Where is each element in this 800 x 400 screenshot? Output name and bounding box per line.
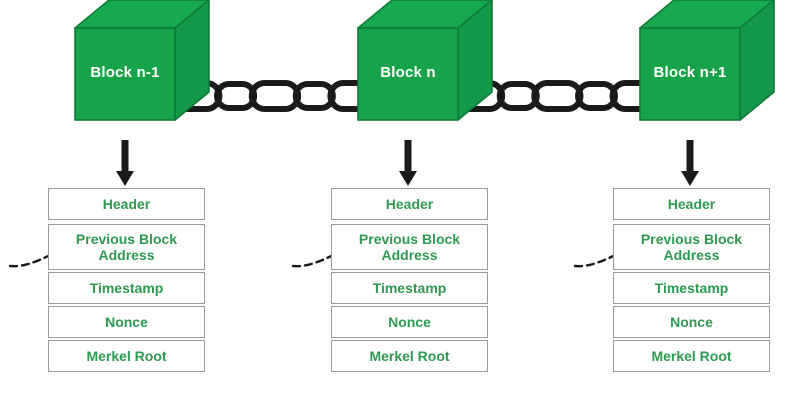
field-box-header-block-n-minus-1: Header — [48, 188, 205, 220]
field-label: Header — [102, 195, 151, 212]
field-label: Header — [667, 195, 716, 212]
field-label: Timestamp — [89, 279, 164, 296]
field-label: Timestamp — [654, 279, 729, 296]
field-label: Header — [385, 195, 434, 212]
cube-block-n — [357, 0, 493, 121]
field-box-previous-block-address-block-n-minus-1: Previous Block Address — [48, 224, 205, 270]
down-arrow-head — [399, 171, 417, 186]
cube-front-face — [639, 27, 741, 121]
field-label: Nonce — [105, 313, 148, 330]
field-box-nonce-block-n-minus-1: Nonce — [48, 306, 205, 338]
field-label: Nonce — [670, 313, 713, 330]
field-label: Previous Block Address — [75, 230, 178, 263]
chain-left — [170, 80, 380, 112]
down-arrow-shaft — [404, 140, 412, 171]
field-box-merkel-root-block-n-minus-1: Merkel Root — [48, 340, 205, 372]
field-box-nonce-block-n: Nonce — [331, 306, 488, 338]
field-box-previous-block-address-block-n: Previous Block Address — [331, 224, 488, 270]
field-box-timestamp-block-n: Timestamp — [331, 272, 488, 304]
field-box-timestamp-block-n-minus-1: Timestamp — [48, 272, 205, 304]
cube-front-face — [74, 27, 176, 121]
field-box-previous-block-address-block-n-plus-1: Previous Block Address — [613, 224, 770, 270]
cube-front-face — [357, 27, 459, 121]
field-label: Merkel Root — [369, 347, 450, 364]
cube-block-n-plus-1 — [639, 0, 775, 121]
down-arrow-head — [116, 171, 134, 186]
field-label: Previous Block Address — [358, 230, 461, 263]
field-label: Merkel Root — [651, 347, 732, 364]
field-box-timestamp-block-n-plus-1: Timestamp — [613, 272, 770, 304]
down-arrow-shaft — [686, 140, 694, 171]
field-label: Merkel Root — [86, 347, 167, 364]
cube-block-n-minus-1 — [74, 0, 210, 121]
down-arrow-shaft — [121, 140, 129, 171]
field-box-merkel-root-block-n: Merkel Root — [331, 340, 488, 372]
field-box-merkel-root-block-n-plus-1: Merkel Root — [613, 340, 770, 372]
field-box-header-block-n: Header — [331, 188, 488, 220]
field-label: Nonce — [388, 313, 431, 330]
down-arrow-head — [681, 171, 699, 186]
field-box-header-block-n-plus-1: Header — [613, 188, 770, 220]
field-label: Timestamp — [372, 279, 447, 296]
field-box-nonce-block-n-plus-1: Nonce — [613, 306, 770, 338]
field-label: Previous Block Address — [640, 230, 743, 263]
